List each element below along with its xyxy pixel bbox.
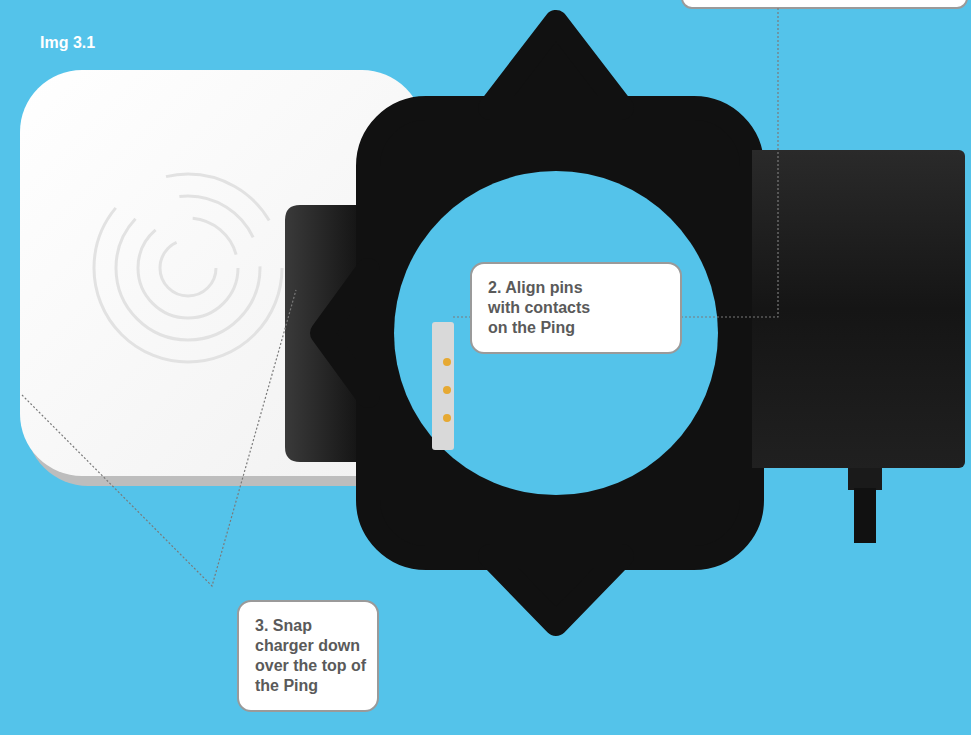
figure-label: Img 3.1 [40, 34, 95, 52]
callout-text: 3. Snap charger down over the top of the… [255, 616, 373, 696]
charger-hole [394, 171, 718, 495]
charger-pins [432, 322, 454, 450]
charger-frame [322, 22, 752, 624]
leader-lines [22, 8, 778, 586]
charger-cable [848, 460, 882, 543]
callout-box [682, 0, 967, 8]
callout-box: 2. Align pins with contacts on the Ping [470, 262, 682, 354]
callout-text: 2. Align pins with contacts on the Ping [488, 278, 610, 338]
callout-box: 3. Snap charger down over the top of the… [237, 600, 379, 712]
charger-band-front [752, 150, 948, 468]
ping-engraving [94, 174, 282, 362]
